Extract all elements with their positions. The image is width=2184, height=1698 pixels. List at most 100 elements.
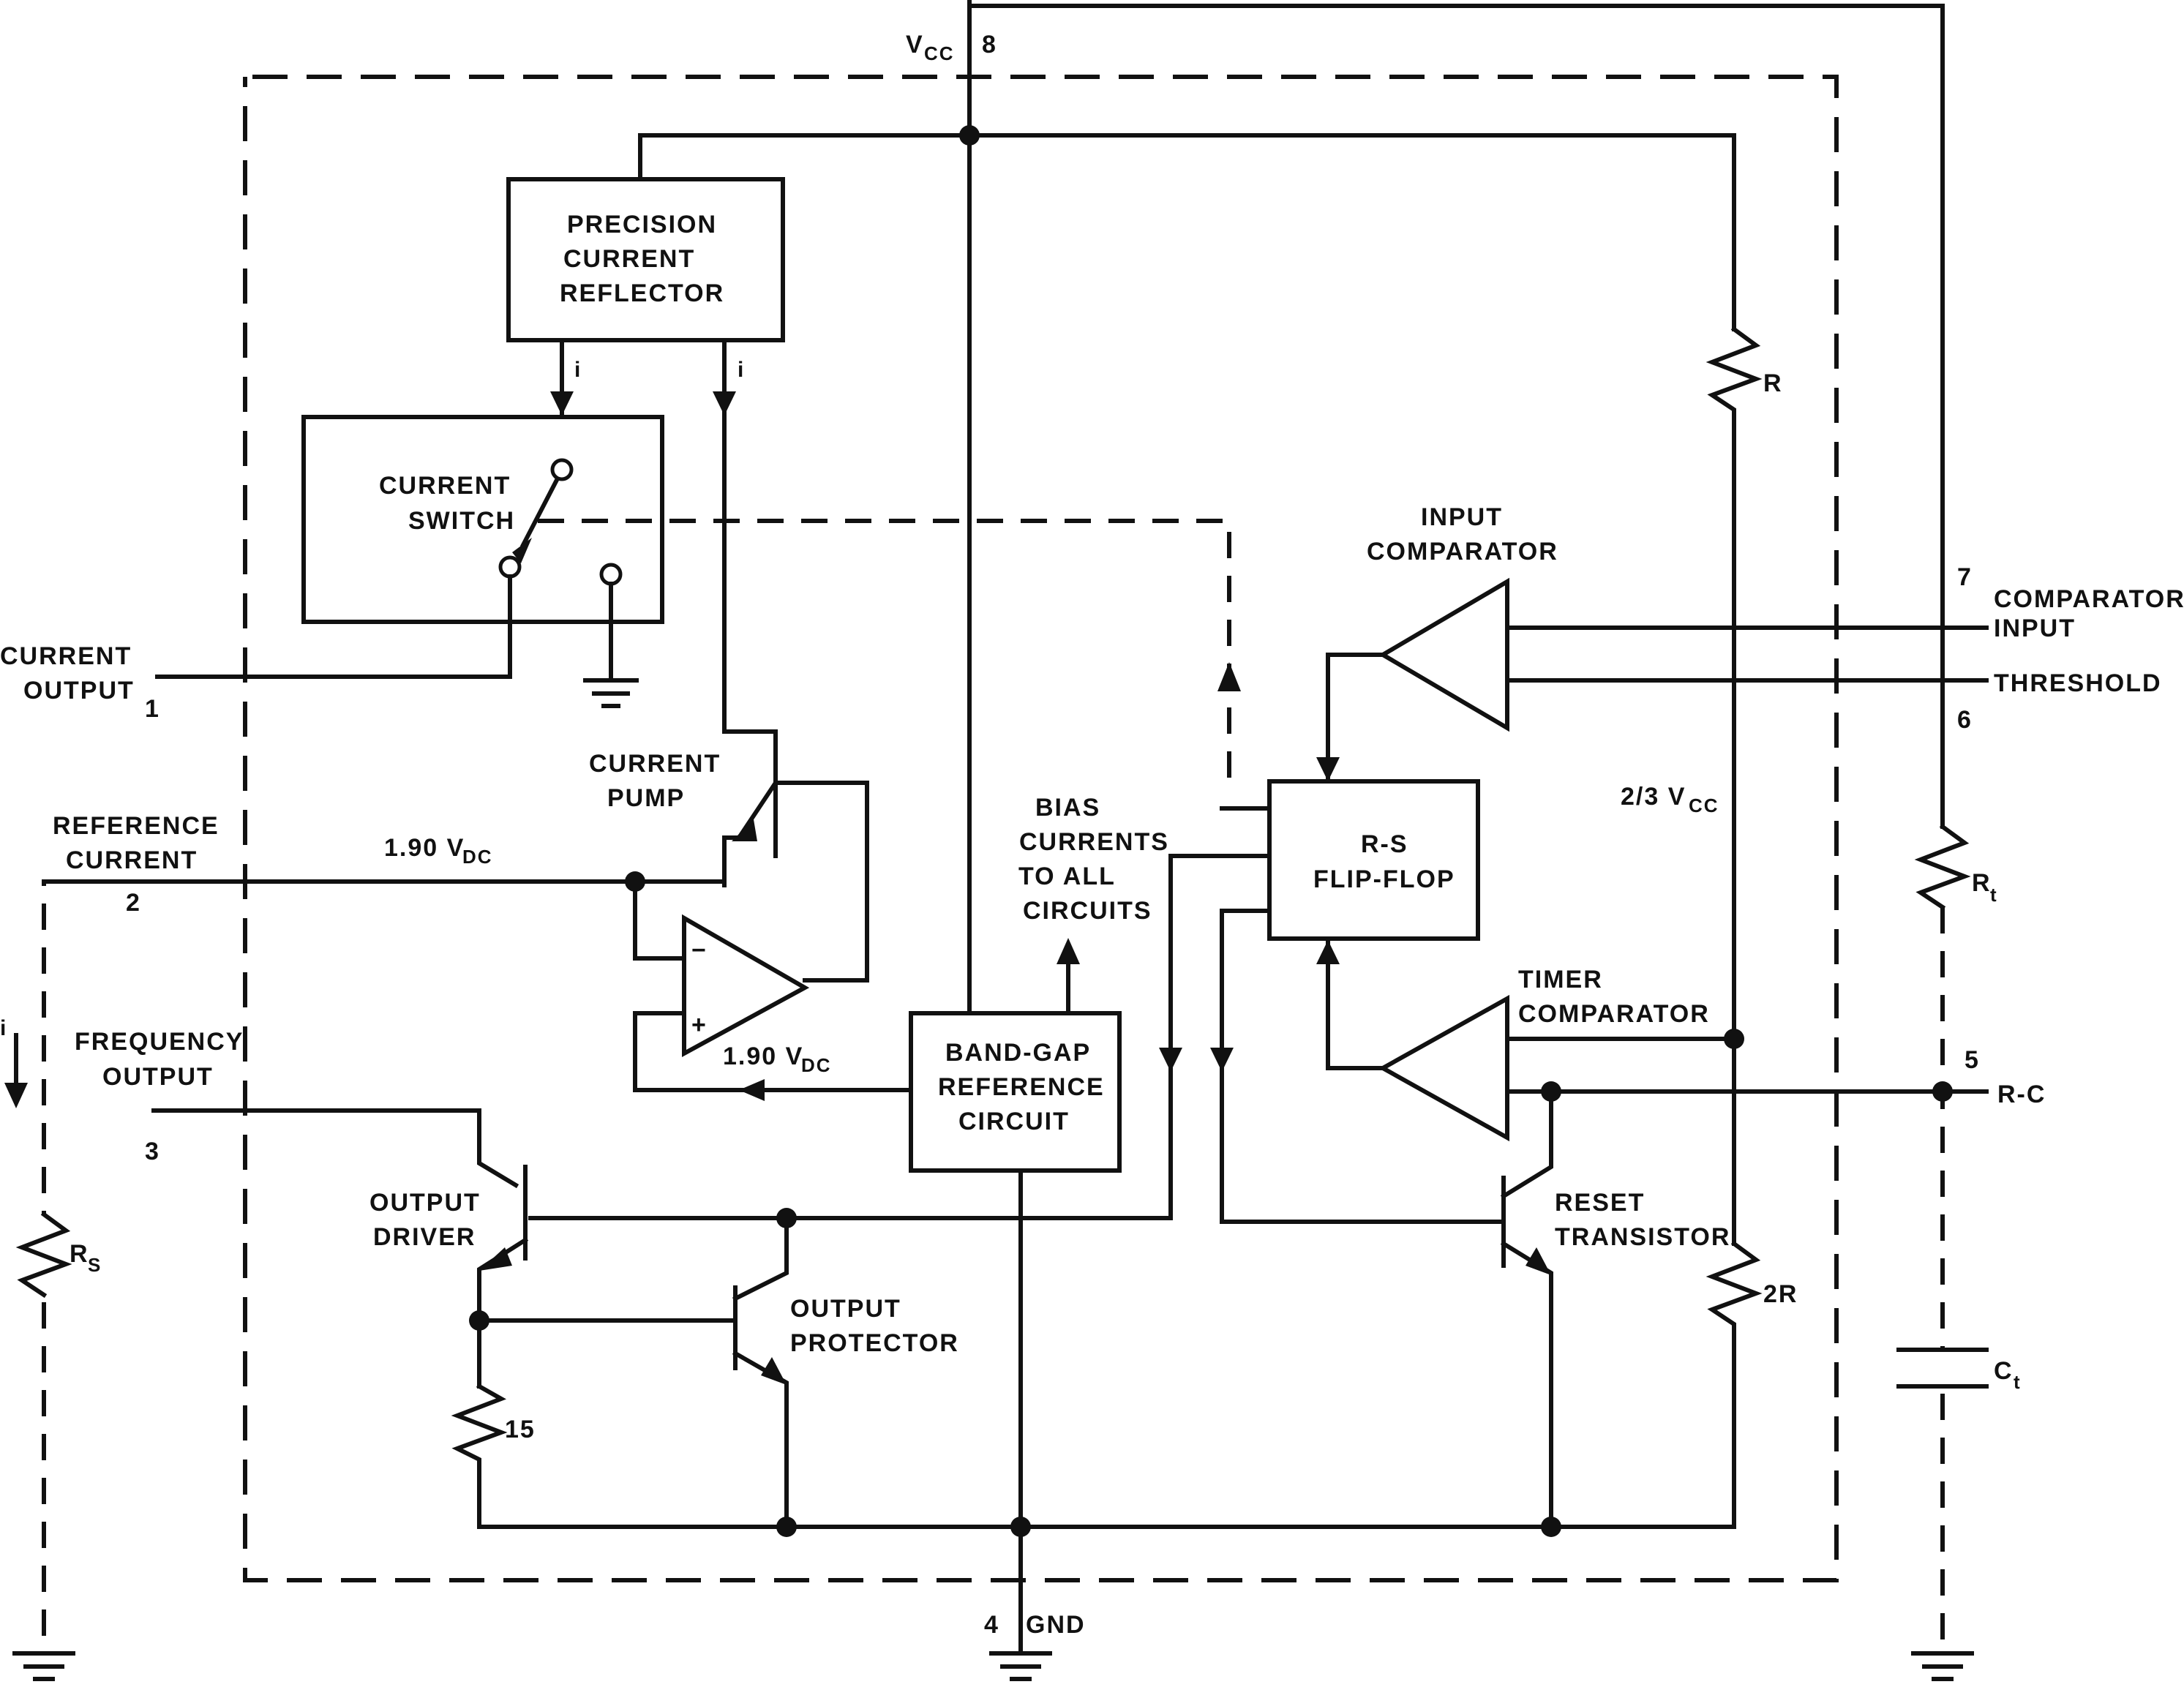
control-dashed-line [538, 519, 1231, 783]
output-driver-label-1: OUTPUT [369, 1189, 481, 1217]
two-thirds-sub: CC [1689, 794, 1719, 816]
v190-a-label: 1.90 V [384, 834, 465, 862]
rs-label-2: FLIP-FLOP [1313, 865, 1455, 893]
arrow-icon [1159, 1048, 1182, 1072]
external-rs-dashed-line [42, 879, 66, 1639]
wire [1326, 938, 1385, 1070]
output-protector-transistor [477, 1216, 789, 1529]
ground-icon [989, 1651, 1052, 1681]
pin-6-label: 6 [1957, 706, 1973, 734]
resistor-rt [1914, 823, 1971, 911]
arrow-icon [732, 819, 757, 841]
arrow-icon [4, 1083, 28, 1108]
arrow-icon [1210, 1048, 1234, 1072]
reset-transistor [1500, 1089, 1553, 1529]
rs-ext-label: R [70, 1240, 89, 1268]
input-comparator-label-1: INPUT [1421, 503, 1503, 531]
wire [722, 338, 778, 734]
wire [633, 879, 686, 961]
frequency-output-wire [151, 1108, 519, 1189]
vcc-label-sub: CC [924, 42, 955, 64]
gnd-label: GND [1026, 1611, 1086, 1639]
comparator-input-wires [1505, 626, 1989, 683]
pin-2-label: 2 [126, 889, 141, 917]
threshold-label: THRESHOLD [1994, 669, 2162, 697]
switch-contact [550, 458, 574, 481]
arrow-icon [550, 391, 574, 416]
rs-label-1: R-S [1361, 830, 1408, 858]
v190-b-sub: DC [801, 1054, 832, 1076]
wire [477, 1236, 529, 1389]
pin-1-label: 1 [145, 695, 160, 723]
vcc-label: V [906, 31, 924, 59]
switch-contact [498, 555, 522, 579]
rt-label: R [1972, 869, 1992, 897]
bias-label-2: CURRENTS [1019, 828, 1169, 856]
arrow-icon [739, 1079, 765, 1101]
resistor-rs [15, 1211, 72, 1299]
i-label-a: i [574, 358, 582, 382]
input-comparator [1378, 577, 1509, 732]
current-output-label-2: OUTPUT [23, 677, 135, 705]
band-gap-label-1: BAND-GAP [945, 1039, 1091, 1067]
resistor-2r [1705, 1240, 1763, 1529]
reference-current-label-2: CURRENT [66, 846, 198, 874]
rc-label: R-C [1997, 1081, 2046, 1108]
output-protector-label-1: OUTPUT [790, 1295, 901, 1323]
wire [155, 574, 512, 679]
ic-boundary [243, 75, 1839, 1582]
current-pump-label-2: PUMP [607, 784, 685, 812]
capacitor-ct [1896, 1348, 1989, 1389]
current-switch-label-2: SWITCH [408, 507, 515, 535]
band-gap-label-2: REFERENCE [938, 1073, 1105, 1101]
reference-current-label-1: REFERENCE [53, 812, 219, 840]
wire [773, 781, 869, 983]
current-pump-label-1: CURRENT [589, 750, 721, 778]
junction [1010, 1517, 1031, 1537]
output-driver-label-2: DRIVER [373, 1223, 476, 1251]
arrow-icon [479, 1247, 512, 1271]
vcc-top-bus [638, 133, 1736, 331]
r2-label: 2R [1763, 1280, 1798, 1308]
timer-comparator [1378, 994, 1509, 1142]
precision-current-reflector-box [506, 177, 785, 342]
arrow-icon [1316, 940, 1340, 964]
switch-arm [519, 476, 560, 549]
frequency-output-label-2: OUTPUT [102, 1063, 214, 1091]
rt-sub: t [1990, 884, 1998, 906]
current-output-label-1: CURRENT [0, 642, 132, 670]
ct-label: C [1994, 1357, 2014, 1385]
reset-transistor-label-1: RESET [1555, 1189, 1645, 1217]
arrow-icon [1526, 1247, 1551, 1275]
pin-3-label: 3 [145, 1138, 160, 1165]
switch-contact [599, 563, 623, 586]
pin-7-label: 7 [1957, 563, 1973, 591]
vcc-external-wire [967, 4, 1945, 829]
current-switch-label-1: CURRENT [379, 472, 511, 500]
timer-comparator-label-2: COMPARATOR [1518, 1000, 1710, 1028]
r-label: R [1763, 369, 1783, 397]
frequency-output-label-1: FREQUENCY [75, 1028, 244, 1056]
input-comparator-label-2: COMPARATOR [1367, 538, 1558, 566]
junction [959, 125, 980, 146]
wire [633, 1011, 913, 1092]
v190-b-label: 1.90 V [723, 1043, 803, 1070]
ct-sub: t [2014, 1371, 2022, 1393]
pin-4-label: 4 [984, 1611, 999, 1639]
arrow-icon [1217, 662, 1241, 691]
timer-comparator-label-1: TIMER [1518, 966, 1603, 993]
arrow-icon [1316, 757, 1340, 781]
r15-label: 15 [505, 1416, 536, 1443]
precision-label-3: REFLECTOR [560, 279, 724, 307]
bias-label-3: TO ALL [1018, 863, 1116, 890]
precision-label-1: PRECISION [567, 211, 717, 238]
precision-label-2: CURRENT [563, 245, 695, 273]
i-label-b: i [738, 358, 745, 382]
wire [1326, 653, 1385, 781]
rs-flip-flop-box [1267, 779, 1480, 941]
pin-8-label: 8 [982, 31, 997, 59]
band-gap-reference-box [909, 1011, 1122, 1173]
bias-label-1: BIAS [1035, 794, 1100, 822]
